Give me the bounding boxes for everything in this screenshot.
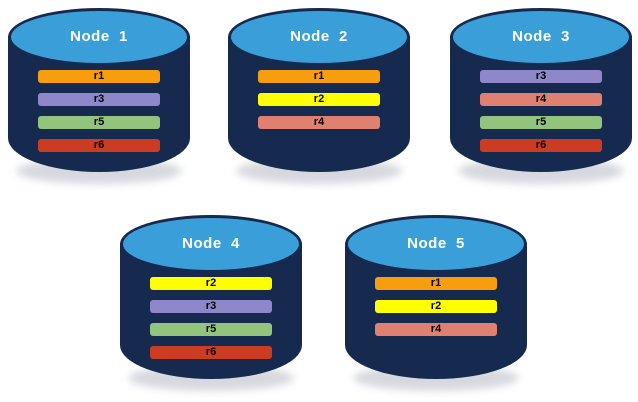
replica-list: r1 r2 r4 xyxy=(375,277,497,346)
replica-bar: r6 xyxy=(38,139,160,152)
replica-bar: r2 xyxy=(375,300,497,313)
node-label: Node 1 xyxy=(70,28,128,45)
cylinder-top-ellipse xyxy=(8,8,190,66)
database-node-2: Node 2 r1 r2 r4 xyxy=(228,8,410,184)
replica-bar: r2 xyxy=(150,277,272,290)
replica-bar: r4 xyxy=(375,323,497,336)
node-label: Node 2 xyxy=(290,28,348,45)
cylinder-top-ellipse xyxy=(120,215,302,273)
replica-list: r1 r2 r4 xyxy=(258,70,380,139)
replica-bar: r1 xyxy=(375,277,497,290)
replica-bar: r1 xyxy=(258,70,380,83)
node-label: Node 5 xyxy=(407,235,465,252)
replica-bar: r1 xyxy=(38,70,160,83)
replica-bar: r5 xyxy=(38,116,160,129)
replica-bar: r3 xyxy=(150,300,272,313)
cylinder-top-ellipse xyxy=(450,8,632,66)
replica-bar: r2 xyxy=(258,93,380,106)
replica-list: r2 r3 r5 r6 xyxy=(150,277,272,369)
replica-bar: r5 xyxy=(480,116,602,129)
database-node-4: Node 4 r2 r3 r5 r6 xyxy=(120,215,302,391)
cylinder-top-ellipse xyxy=(345,215,527,273)
replica-bar: r6 xyxy=(480,139,602,152)
replica-bar: r5 xyxy=(150,323,272,336)
cylinder-top-ellipse xyxy=(228,8,410,66)
node-label: Node 3 xyxy=(512,28,570,45)
database-node-3: Node 3 r3 r4 r5 r6 xyxy=(450,8,632,184)
replica-bar: r4 xyxy=(480,93,602,106)
node-label: Node 4 xyxy=(182,235,240,252)
replica-list: r1 r3 r5 r6 xyxy=(38,70,160,162)
database-node-1: Node 1 r1 r3 r5 r6 xyxy=(8,8,190,184)
replica-bar: r4 xyxy=(258,116,380,129)
database-node-5: Node 5 r1 r2 r4 xyxy=(345,215,527,391)
replica-bar: r3 xyxy=(38,93,160,106)
replica-list: r3 r4 r5 r6 xyxy=(480,70,602,162)
replica-bar: r6 xyxy=(150,346,272,359)
replica-bar: r3 xyxy=(480,70,602,83)
